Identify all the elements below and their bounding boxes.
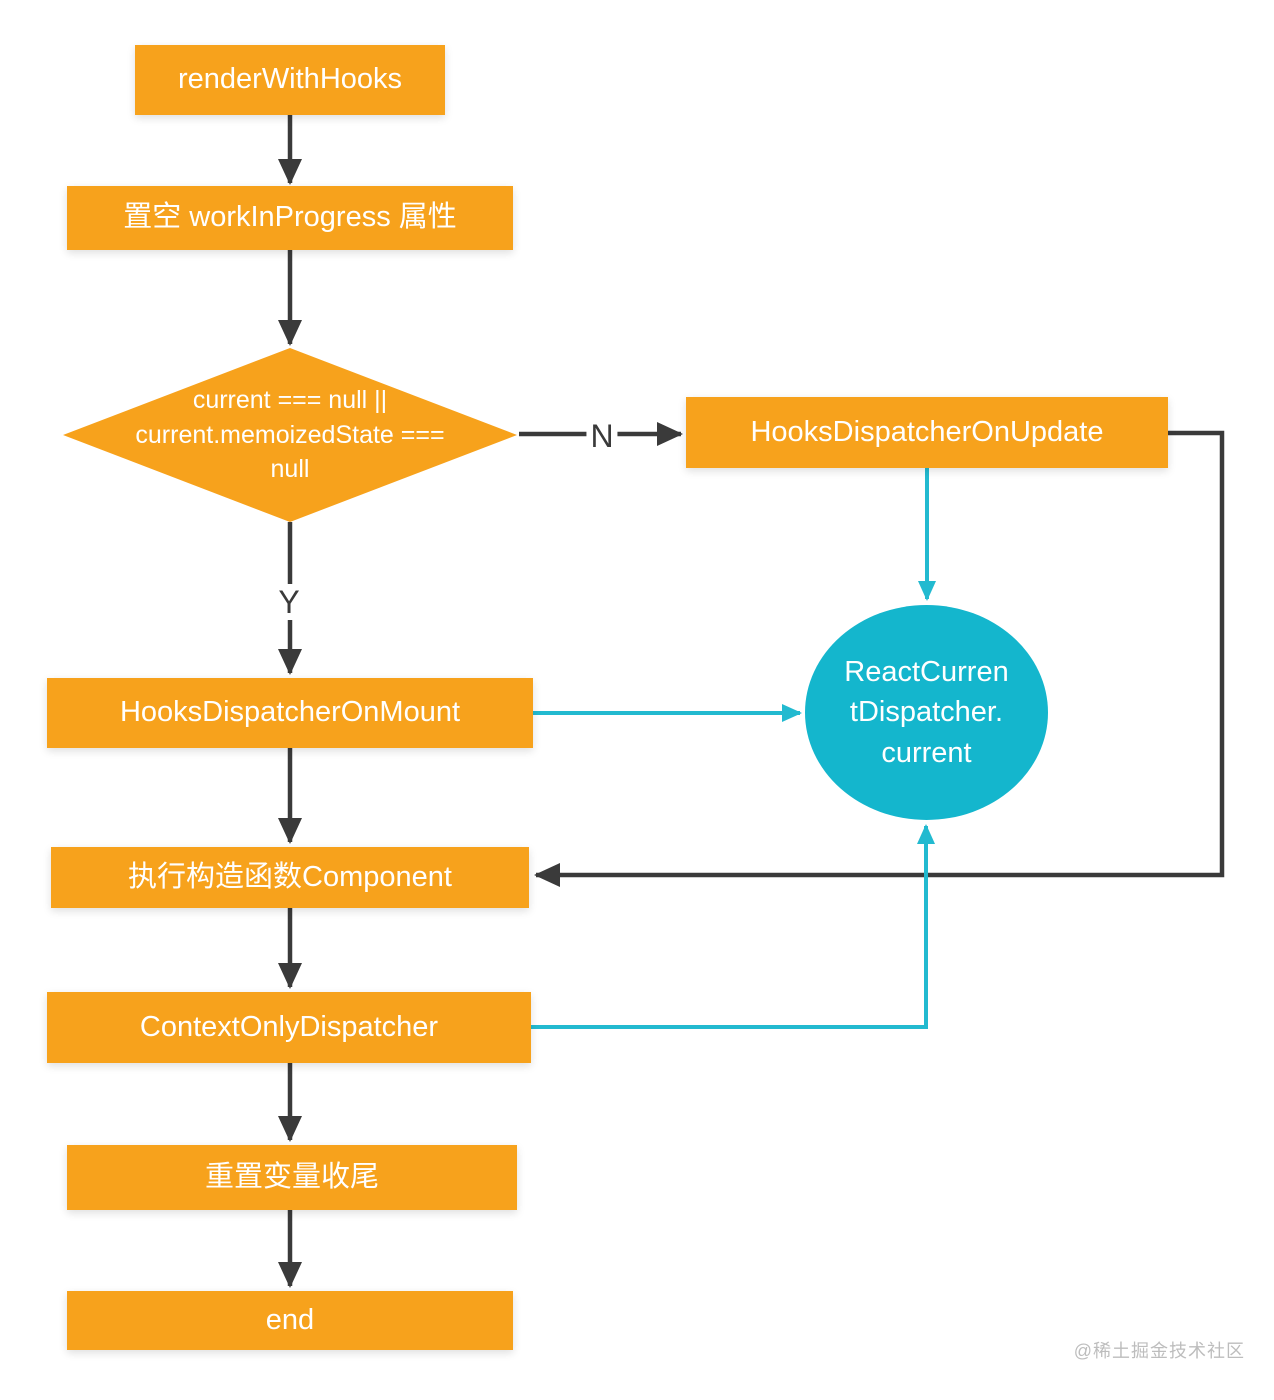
node-run-function-component: 执行构造函数Component xyxy=(51,847,529,908)
node-hooks-dispatcher-on-mount: HooksDispatcherOnMount xyxy=(47,678,533,748)
node-react-current-dispatcher: ReactCurren tDispatcher. current xyxy=(805,605,1048,820)
edge-update-to-component xyxy=(534,430,1225,887)
edge-label-yes: Y xyxy=(274,584,304,620)
node-end: end xyxy=(67,1291,513,1350)
watermark-text: @稀土掘金技术社区 xyxy=(1073,1341,1245,1361)
node-context-only-dispatcher: ContextOnlyDispatcher xyxy=(47,992,531,1063)
node-render-with-hooks: renderWithHooks xyxy=(135,45,445,115)
edge-context-to-dispatcher xyxy=(531,824,935,1029)
node-reset-variables: 重置变量收尾 xyxy=(67,1145,517,1210)
edge-label-no: N xyxy=(586,418,618,454)
node-hooks-dispatcher-on-update: HooksDispatcherOnUpdate xyxy=(686,397,1168,468)
node-clear-work-in-progress: 置空 workInProgress 属性 xyxy=(67,186,513,250)
